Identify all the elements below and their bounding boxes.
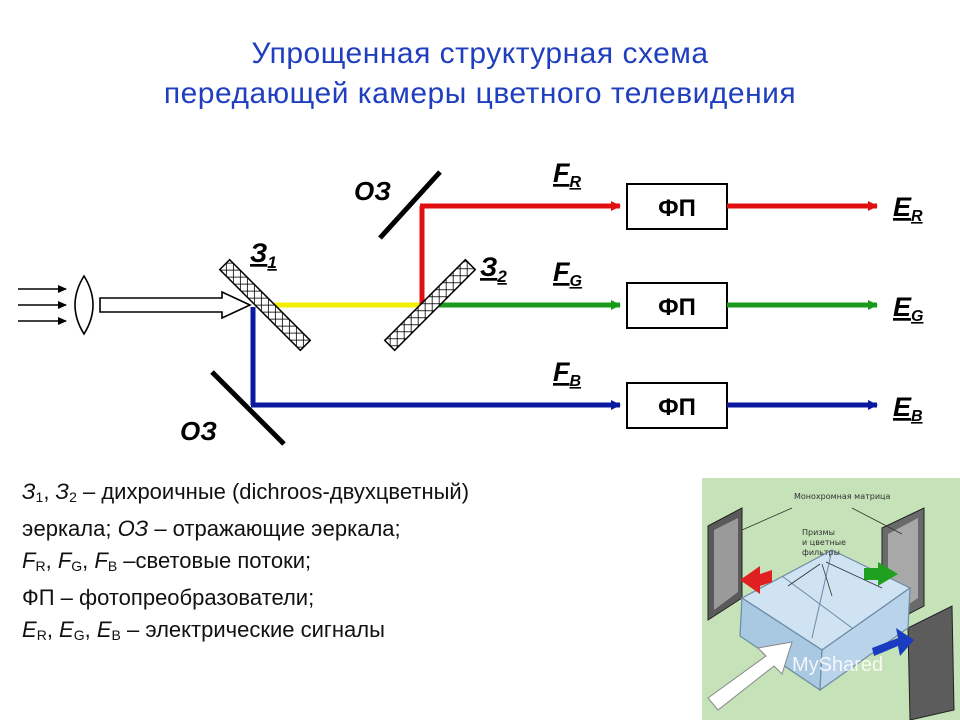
caption-prisms-3: фильтры — [802, 548, 840, 557]
legend-line-5: ER, EG, EB – электрические сигналы — [22, 617, 385, 643]
caption-prisms-1: Призмы — [802, 528, 835, 537]
legend-line-3: FR, FG, FB –световые потоки; — [22, 548, 312, 574]
watermark: MyShared — [792, 654, 884, 676]
reflecting-mirror-bottom — [210, 370, 286, 446]
dichroic-mirror-2 — [383, 258, 477, 352]
legend-line-1: З1, З2 – дихроичные (dichroos-двухцветны… — [22, 479, 470, 505]
label-signal-b: EB — [893, 392, 923, 425]
converter-box-r — [626, 183, 728, 230]
label-flux-r: FR — [553, 158, 582, 191]
legend-line-4: ФП – фотопреобразователи; — [22, 585, 315, 610]
camera-diagram: ФП ФП ФП ОЗ ОЗ З1 З2 FR FG FB ER EG EB — [18, 158, 923, 446]
label-oz-bottom: ОЗ — [180, 416, 217, 446]
legend: З1, З2 – дихроичные (dichroos-двухцветны… — [22, 476, 469, 651]
label-flux-b: FB — [553, 357, 581, 390]
light-beam-arrow — [99, 290, 252, 320]
converter-label-r: ФП — [658, 195, 696, 222]
title-line-2: передающей камеры цветного телевидения — [163, 77, 797, 110]
label-signal-r: ER — [893, 192, 923, 225]
label-dichroic-2: З2 — [480, 252, 507, 286]
objective-lens — [74, 274, 94, 336]
converter-box-b — [626, 382, 728, 429]
label-dichroic-1: З1 — [250, 238, 277, 272]
converter-box-g — [626, 282, 728, 329]
page-title: Упрощенная структурная схема передающей … — [0, 34, 960, 114]
incoming-light-rays — [18, 285, 67, 325]
converter-label-b: ФП — [658, 394, 696, 421]
legend-line-2: эеркала; ОЗ – отражающие эеркала; — [22, 516, 401, 541]
label-flux-g: FG — [553, 257, 582, 290]
title-line-1: Упрощенная структурная схема — [251, 37, 709, 70]
reflecting-mirror-top — [378, 170, 442, 240]
label-signal-g: EG — [893, 292, 923, 325]
label-oz-top: ОЗ — [354, 176, 391, 206]
prism-camera-illustration: Монохромная матрица Призмы и цветные фил… — [702, 478, 960, 720]
caption-prisms-2: и цветные — [802, 538, 846, 547]
dichroic-mirror-1 — [218, 258, 312, 352]
caption-matrix: Монохромная матрица — [794, 492, 891, 501]
converter-label-g: ФП — [658, 294, 696, 321]
prism-illustration-drawing — [702, 478, 960, 720]
